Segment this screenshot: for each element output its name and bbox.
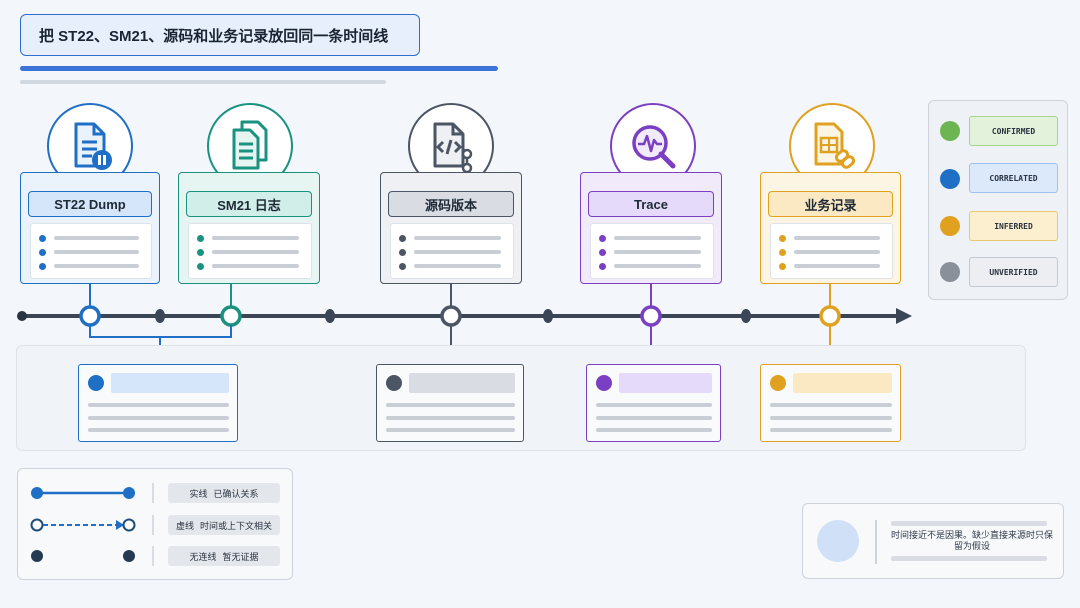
code-file-branch-icon bbox=[433, 122, 473, 174]
source-card-biz: 业务记录 bbox=[760, 172, 901, 284]
status-legend: CONFIRMED CORRELATED INFERRED UNVERIFIED bbox=[928, 100, 1068, 300]
title-underline-muted bbox=[20, 80, 386, 84]
timeline-tick bbox=[543, 309, 553, 323]
ledger-link-icon bbox=[814, 122, 856, 169]
status-dot-confirmed bbox=[940, 121, 960, 141]
status-confirmed: CONFIRMED bbox=[969, 116, 1058, 146]
status-correlated: CORRELATED bbox=[969, 163, 1058, 193]
event-card-biz bbox=[760, 364, 901, 442]
status-dot-unverified bbox=[940, 262, 960, 282]
title-underline-accent bbox=[20, 66, 498, 71]
document-pause-icon bbox=[74, 122, 112, 170]
timeline-node-source bbox=[440, 305, 462, 327]
status-dot-inferred bbox=[940, 216, 960, 236]
timeline-node-st22 bbox=[79, 305, 101, 327]
timeline-tick bbox=[325, 309, 335, 323]
caution-note: 时间接近不是因果。缺少直接来源时只保留为假设 bbox=[802, 503, 1064, 579]
source-label-trace: Trace bbox=[588, 191, 714, 217]
source-label-source: 源码版本 bbox=[388, 191, 514, 217]
source-card-source: 源码版本 bbox=[380, 172, 522, 284]
timeline-tick bbox=[155, 309, 165, 323]
line-legend-samples bbox=[30, 483, 154, 566]
event-card-trace bbox=[586, 364, 721, 442]
note-text: 时间接近不是因果。缺少直接来源时只保留为假设 bbox=[891, 530, 1054, 551]
event-card-source bbox=[376, 364, 524, 442]
documents-stack-icon bbox=[232, 120, 268, 170]
source-card-sm21: SM21 日志 bbox=[178, 172, 320, 284]
status-dot-correlated bbox=[940, 169, 960, 189]
note-avatar bbox=[817, 520, 859, 562]
legend-none-tag: 无连线暂无证据 bbox=[168, 546, 280, 566]
event-card-st22 bbox=[78, 364, 238, 442]
source-label-sm21: SM21 日志 bbox=[186, 191, 312, 217]
legend-dashed-tag: 虚线时间或上下文相关 bbox=[168, 515, 280, 535]
timeline-start-dot bbox=[17, 311, 27, 321]
search-pulse-icon bbox=[632, 125, 676, 169]
timeline-tick bbox=[741, 309, 751, 323]
timeline-node-biz bbox=[819, 305, 841, 327]
status-unverified: UNVERIFIED bbox=[969, 257, 1058, 287]
source-label-st22: ST22 Dump bbox=[28, 191, 152, 217]
timeline-node-trace bbox=[640, 305, 662, 327]
line-legend: 实线已确认关系 虚线时间或上下文相关 无连线暂无证据 bbox=[17, 468, 293, 580]
legend-solid-tag: 实线已确认关系 bbox=[168, 483, 280, 503]
timeline-node-sm21 bbox=[220, 305, 242, 327]
source-label-biz: 业务记录 bbox=[768, 191, 893, 217]
timeline-arrowhead bbox=[896, 308, 912, 324]
page-title: 把 ST22、SM21、源码和业务记录放回同一条时间线 bbox=[20, 14, 420, 56]
status-inferred: INFERRED bbox=[969, 211, 1058, 241]
source-card-st22: ST22 Dump bbox=[20, 172, 160, 284]
source-card-trace: Trace bbox=[580, 172, 722, 284]
